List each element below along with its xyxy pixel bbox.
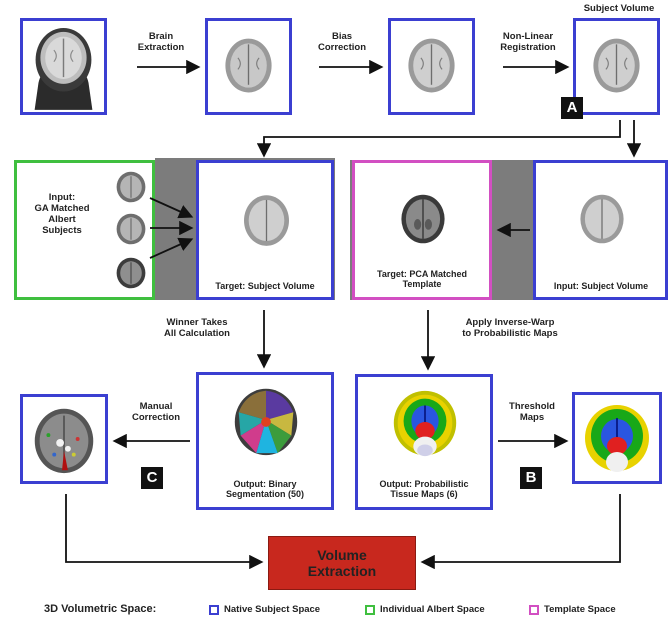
tag-b: B (520, 467, 542, 489)
albert-brain-1 (116, 171, 146, 203)
legend-albert-swatch (365, 605, 375, 615)
template-label: Target: PCA Matched Template (376, 269, 467, 290)
target-subject-image (244, 195, 289, 246)
head-scan-box (20, 18, 107, 115)
tissue-maps-box: Output: Probabilistic Tissue Maps (6) (355, 374, 493, 510)
template-box: Target: PCA Matched Template (352, 160, 492, 300)
input-subject-image (580, 194, 624, 244)
legend-native-label: Native Subject Space (224, 604, 321, 615)
tissue-maps-label: Output: Probabilistic Tissue Maps (6) (379, 479, 469, 500)
albert-brain-3 (116, 257, 146, 289)
manual-result-box (20, 394, 108, 484)
bias-corrected-brain-image (408, 38, 455, 93)
tag-c: C (141, 467, 163, 489)
bias-corrected-brain-box (388, 18, 475, 115)
input-subject-label: Input: Subject Volume (553, 281, 649, 291)
head-scan-image (25, 23, 102, 110)
target-subject-box: Target: Subject Volume (196, 160, 334, 300)
extracted-brain-image (225, 38, 272, 93)
inverse-warp-label: Apply Inverse-Warp to Probabilistic Maps (462, 317, 558, 339)
subject-volume-box (573, 18, 660, 115)
threshold-result-image (585, 405, 649, 472)
albert-input-label: Input: GA Matched Albert Subjects (34, 192, 90, 236)
brain-extraction-label: Brain Extraction (137, 31, 185, 53)
manual-correction-label: Manual Correction (131, 401, 181, 423)
binary-segmentation-image (234, 388, 298, 456)
threshold-result-box (572, 392, 662, 484)
template-image (401, 194, 445, 244)
extracted-brain-box (205, 18, 292, 115)
winner-takes-all-label: Winner Takes All Calculation (164, 317, 230, 339)
threshold-maps-label: Threshold Maps (509, 401, 555, 423)
volume-extraction-box: Volume Extraction (268, 536, 416, 590)
legend-title: 3D Volumetric Space: (44, 603, 157, 615)
bias-correction-label: Bias Correction (317, 31, 367, 53)
registration-label: Non-Linear Registration (500, 31, 556, 53)
tag-a: A (561, 97, 583, 119)
subject-volume-image (593, 38, 640, 93)
input-subject-box: Input: Subject Volume (533, 160, 668, 300)
binary-segmentation-label: Output: Binary Segmentation (50) (225, 479, 304, 500)
binary-segmentation-box: Output: Binary Segmentation (50) (196, 372, 334, 510)
legend-template-swatch (529, 605, 539, 615)
albert-subjects-box: Input: GA Matched Albert Subjects (14, 160, 155, 300)
legend-albert-label: Individual Albert Space (380, 604, 485, 615)
tissue-maps-image (393, 390, 457, 457)
subject-volume-title: Subject Volume (583, 3, 655, 14)
manual-result-image (34, 408, 94, 474)
arrow-to-target-subject (256, 120, 621, 158)
legend-native-swatch (209, 605, 219, 615)
target-subject-label: Target: Subject Volume (215, 281, 315, 291)
albert-brain-2 (116, 213, 146, 245)
legend-template-label: Template Space (544, 604, 616, 615)
